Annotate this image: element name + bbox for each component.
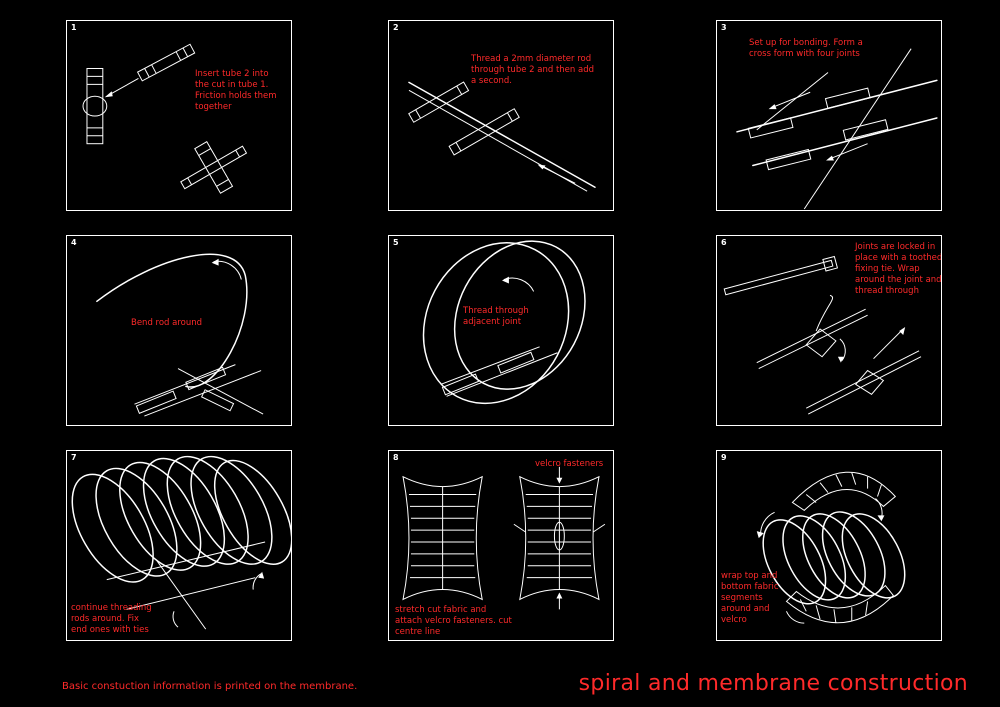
panel-caption: wrap top and bottom fabric segments arou… (721, 571, 779, 625)
panel-number: 2 (393, 23, 399, 32)
panel-2: 2 Thread a 2mm diameter rod through tube… (388, 20, 614, 211)
panel-7: 7 continue threading rods around. Fix en… (66, 450, 292, 641)
panel-caption: Set up for bonding. Form a cross form wi… (749, 38, 863, 59)
fabric-membrane-illustration (402, 466, 606, 610)
panel-number: 3 (721, 23, 727, 32)
panel-5: 5 Thread through adjacent joint (388, 235, 614, 426)
panel-number: 9 (721, 453, 727, 462)
bend-rod-illustration (96, 253, 264, 417)
panel-6: 6 Joints are locked in place with a toot… (716, 235, 942, 426)
panel-number: 1 (71, 23, 77, 32)
panel-1: 1 Insert tube 2 into the cut in tube 1. (66, 20, 292, 211)
wrap-fabric-illustration (756, 471, 906, 624)
panel-caption: Thread a 2mm diameter rod through tube 2… (471, 54, 594, 86)
panel-9: 9 wrap top and bottom fabric segments ar… (716, 450, 942, 641)
panel-number: 8 (393, 453, 399, 462)
fixing-tie-illustration (723, 255, 922, 415)
rod-threading-illustration (408, 81, 596, 192)
page-title: spiral and membrane construction (578, 671, 968, 696)
panel-number: 7 (71, 453, 77, 462)
thread-adjacent-illustration (422, 240, 586, 405)
panel-number: 4 (71, 238, 77, 247)
spiral-illustration (71, 455, 291, 630)
panel-caption: Thread through adjacent joint (463, 306, 529, 327)
panel-caption: stretch cut fabric and attach velcro fas… (395, 605, 512, 637)
panel-caption: Joints are locked in place with a toothe… (855, 242, 942, 296)
footer-note: Basic constuction information is printed… (62, 681, 358, 692)
panel-caption: continue threading rods around. Fix end … (71, 603, 152, 635)
panel-caption: Bend rod around (131, 318, 203, 328)
panel-8: 8 velcro fasteners stretch cut fabric an… (388, 450, 614, 641)
tube-assembly-illustration (82, 43, 248, 194)
panel-number: 6 (721, 238, 727, 247)
panel-4: 4 Bend rod around (66, 235, 292, 426)
panel-3: 3 Set up for bonding. Form a cross form … (716, 20, 942, 211)
panel-caption: Insert tube 2 into the cut in tube 1. Fr… (195, 69, 277, 112)
velcro-label: velcro fasteners (535, 459, 604, 469)
cross-form-illustration (736, 48, 938, 210)
panel-number: 5 (393, 238, 399, 247)
